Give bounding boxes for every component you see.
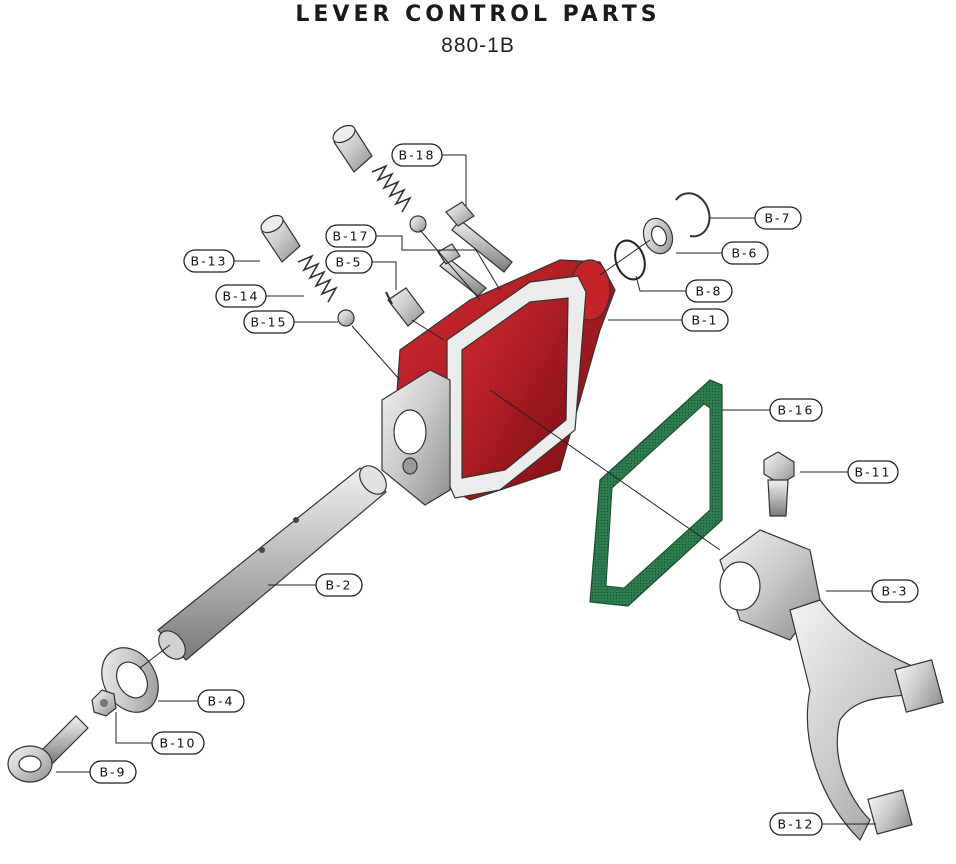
callout-b-2: B-2 [315,573,363,597]
model-number: 880-1B [441,34,515,57]
nut-part [91,689,117,717]
callout-b-3: B-3 [871,579,919,603]
callout-b-16: B-16 [769,398,823,422]
callout-b-9: B-9 [89,760,137,784]
svg-text:B-13: B-13 [191,254,228,269]
shift-fork-part [719,529,942,842]
svg-text:B-4: B-4 [207,694,234,709]
svg-text:B-8: B-8 [695,284,722,299]
svg-text:B-7: B-7 [764,211,791,226]
seal-part [642,217,674,255]
svg-text:B-18: B-18 [399,148,436,163]
diagram-title: LEVER CONTROL PARTS [295,2,661,27]
rod-end-part [7,715,89,783]
interlock-spring-part [371,164,412,213]
shift-rail-part [157,465,387,661]
svg-text:B-3: B-3 [881,584,908,599]
interlock-ball-part [409,215,427,233]
callout-b-11: B-11 [847,460,899,484]
svg-text:B-9: B-9 [99,765,126,780]
svg-text:B-14: B-14 [223,289,260,304]
callout-b-4: B-4 [197,689,245,713]
switch-part [385,287,425,327]
gasket-part [589,379,723,607]
o-ring-part [614,239,646,281]
detent-spring-part [297,254,338,303]
callout-b-15: B-15 [243,310,295,334]
callout-b-6: B-6 [721,241,769,265]
callout-b-1: B-1 [681,308,729,332]
svg-text:B-2: B-2 [325,578,352,593]
svg-text:B-15: B-15 [251,315,288,330]
svg-text:B-1: B-1 [691,313,718,328]
callout-b-12: B-12 [769,812,823,836]
callout-b-5: B-5 [325,250,373,274]
svg-text:B-6: B-6 [731,246,758,261]
callout-b-10: B-10 [151,731,205,755]
detent-ball-part [337,309,355,327]
cap-screw-part [445,201,513,273]
callout-b-7: B-7 [754,206,802,230]
callout-b-17: B-17 [325,224,377,248]
fork-pad-part [894,659,944,713]
svg-text:B-16: B-16 [778,403,815,418]
svg-text:B-12: B-12 [778,817,815,832]
callout-b-14: B-14 [215,284,267,308]
interlock-plug-part [332,124,373,173]
callout-b-13: B-13 [183,249,235,273]
svg-text:B-11: B-11 [855,465,892,480]
leader-lines [56,154,876,825]
svg-text:B-17: B-17 [333,229,370,244]
svg-text:B-5: B-5 [335,255,362,270]
svg-text:B-10: B-10 [160,736,197,751]
bolt-part [763,451,795,517]
fork-pad-part [867,789,913,835]
callout-b-8: B-8 [685,279,733,303]
detent-plug-part [260,214,301,263]
snap-ring-part [675,192,711,238]
callout-b-18: B-18 [391,143,443,167]
shifter-housing-part [381,259,616,506]
